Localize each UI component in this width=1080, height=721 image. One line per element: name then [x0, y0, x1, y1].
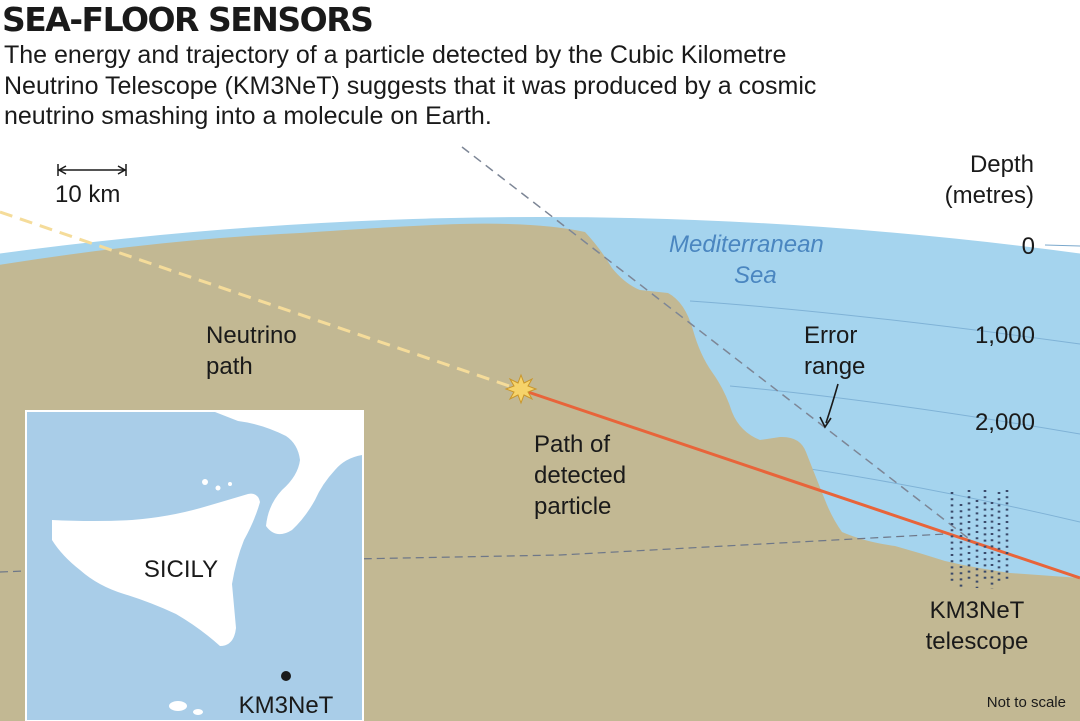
telescope-label-line2: telescope	[926, 628, 1029, 655]
neutrino-path-label-line1: Neutrino	[206, 322, 297, 349]
depth-line-2000	[729, 385, 1080, 435]
inset-sicily	[52, 493, 260, 646]
sea-label-line2: Sea	[734, 262, 777, 289]
not-to-scale-note: Not to scale	[987, 694, 1066, 711]
depth-line-1000	[689, 300, 1080, 345]
inset-km3net-label: KM3NeT	[239, 692, 334, 719]
depth-tick-0: 0	[1022, 233, 1035, 260]
error-range-arrow	[825, 383, 839, 424]
depth-line-0	[1044, 244, 1080, 247]
inset-sicily-label: SICILY	[144, 556, 218, 583]
error-range-arrowhead	[819, 416, 832, 429]
sea-label-line1: Mediterranean	[669, 231, 824, 258]
error-range-label-line1: Error	[804, 322, 857, 349]
telescope-detector	[950, 490, 1009, 590]
depth-tick-1000: 1,000	[975, 322, 1035, 349]
page-title: SEA-FLOOR SENSORS	[2, 0, 374, 39]
depth-axis-title-line2: (metres)	[945, 182, 1034, 209]
depth-tick-2000: 2,000	[975, 409, 1035, 436]
particle-path-label-line1: Path of	[534, 431, 610, 458]
depth-axis-title-line1: Depth	[970, 151, 1034, 178]
telescope-label-line1: KM3NeT	[930, 597, 1025, 624]
error-range-label-line2: range	[804, 353, 865, 380]
inset-km3net-site-marker	[281, 671, 291, 681]
error-range-line	[461, 146, 969, 539]
particle-path-label-line3: particle	[534, 493, 611, 520]
scale-bar-label: 10 km	[55, 181, 120, 208]
interaction-star-icon	[504, 373, 538, 405]
inset-mainland	[215, 412, 362, 535]
particle-path-label-line2: detected	[534, 462, 626, 489]
inset-map	[25, 410, 364, 721]
scale-bar	[57, 164, 127, 176]
particle-path-line	[521, 388, 1080, 580]
neutrino-path-line	[0, 210, 519, 391]
neutrino-path-label-line2: path	[206, 353, 253, 380]
page-subtitle: The energy and trajectory of a particle …	[4, 41, 817, 130]
